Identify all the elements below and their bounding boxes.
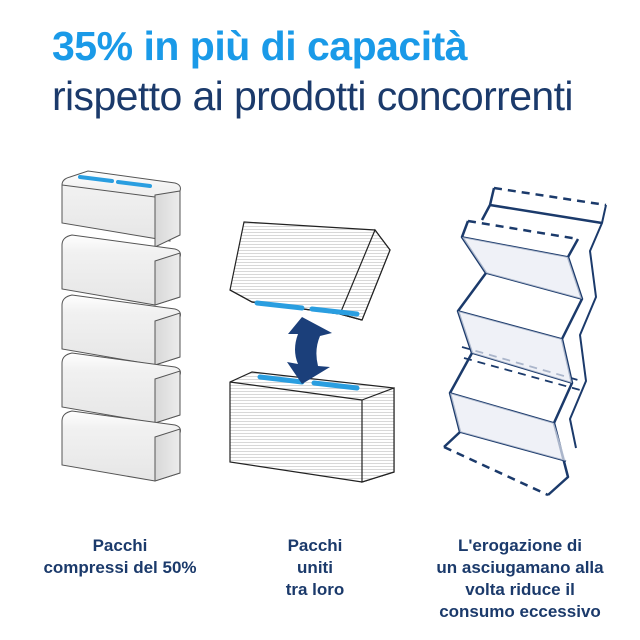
interlocking-packs-icon: [229, 221, 395, 483]
caption-interlocking-packs: Pacchi uniti tra loro: [285, 536, 345, 599]
caption-one-at-a-time: L'erogazione di un asciugamano alla volt…: [436, 536, 604, 621]
caption-compressed-packs: Pacchi compressi del 50%: [43, 536, 197, 577]
stacked-packs-icon: [61, 170, 181, 482]
zigzag-folded-towel-icon: [443, 186, 607, 497]
subheadline: rispetto ai prodotti concorrenti: [52, 73, 574, 119]
swap-arrow-icon: [287, 317, 332, 384]
headline: 35% in più di capacità: [52, 23, 468, 69]
